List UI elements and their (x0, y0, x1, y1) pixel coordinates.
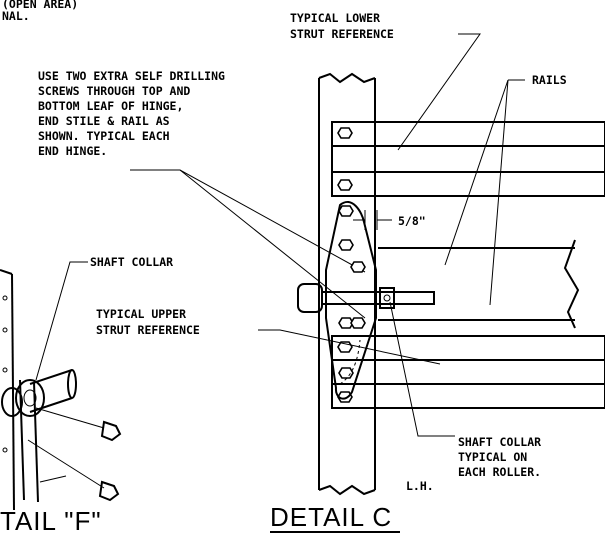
hinge-screw-3 (350, 261, 366, 273)
top-rail-outline (331, 121, 605, 197)
stile-top-break (318, 72, 376, 84)
shaft-body (321, 291, 435, 305)
hinge-hidden-line (339, 339, 361, 385)
upper-strut-leader (258, 329, 441, 365)
upper-strut-label-line-2: STRUT REFERENCE (96, 323, 200, 337)
hand-label: L.H. (406, 479, 434, 493)
shaft-collar-roller-leader (389, 301, 455, 437)
hinge-screw-5 (350, 317, 366, 329)
detail-f-dim-line (39, 475, 67, 483)
detail-f-shaft-top (29, 369, 73, 385)
detail-f-stile-1 (19, 379, 25, 501)
detail-f-plate-edge (11, 273, 15, 511)
screws-note-line-2: SCREWS THROUGH TOP AND (38, 84, 190, 98)
upper-strut-label-line-1: TYPICAL UPPER (96, 307, 186, 321)
bottom-rail-outline (331, 335, 605, 409)
screws-note-line-5: SHOWN. TYPICAL EACH (38, 129, 170, 143)
screws-note: USE TWO EXTRA SELF DRILLING SCREWS THROU… (38, 69, 225, 158)
note-top-left-line-2: NAL. (2, 9, 30, 23)
middle-rail-break (563, 239, 580, 329)
hinge-screw-1 (338, 205, 354, 217)
detail-f-shaft-end (67, 369, 77, 399)
detail-f-screw-line-2 (27, 439, 105, 489)
shaft-collar-leader (35, 261, 88, 381)
shaft-collar-screw (383, 294, 391, 302)
screws-leader-2 (179, 169, 366, 319)
shaft-collar (379, 287, 395, 309)
lower-strut-leader (397, 33, 481, 151)
screws-note-line-1: USE TWO EXTRA SELF DRILLING (38, 69, 225, 83)
upper-strut-label: TYPICAL UPPER STRUT REFERENCE (96, 307, 200, 337)
detail-f-roller (1, 387, 23, 417)
lower-strut-label-line-1: TYPICAL LOWER (290, 11, 380, 25)
shaft-collar-roller-line-1: SHAFT COLLAR (458, 435, 541, 449)
bottom-rail (331, 335, 605, 409)
shaft-collar-roller-label: SHAFT COLLAR TYPICAL ON EACH ROLLER. (458, 435, 541, 479)
roller-shaft (297, 283, 435, 313)
rails-label: RAILS (532, 73, 567, 87)
detail-f-screw-line-1 (35, 407, 105, 429)
top-rail (331, 121, 605, 197)
detail-c-title: DETAIL C (270, 502, 392, 532)
detail-f-collar (15, 379, 45, 417)
shaft-collar-roller-line-2: TYPICAL ON (458, 450, 527, 464)
hinge-plate (325, 201, 377, 400)
detail-f-collar-bore (23, 389, 37, 407)
hinge-screw-4 (338, 317, 354, 329)
screws-note-line-6: END HINGE. (38, 144, 107, 158)
stile-bottom-break (318, 484, 376, 496)
rails-leader-2 (489, 79, 509, 306)
hinge-screw-6 (338, 367, 354, 379)
lower-strut-label: TYPICAL LOWER STRUT REFERENCE (290, 11, 394, 41)
detail-f-shaft-bottom (29, 397, 73, 413)
screws-note-line-4: END STILE & RAIL AS (38, 114, 170, 128)
top-rail-bolt-1 (337, 127, 353, 139)
detail-f-screw-1 (100, 420, 122, 442)
shaft-collar-label: SHAFT COLLAR (90, 255, 173, 269)
dimension-label: 5/8" (398, 214, 426, 228)
top-rail-bolt-2 (337, 179, 353, 191)
detail-f-drawing (0, 269, 122, 511)
detail-f-hole-2 (2, 327, 8, 333)
detail-f-hole-1 (2, 295, 8, 301)
screws-note-line-3: BOTTOM LEAF OF HINGE, (38, 99, 183, 113)
hinge-screw-2 (338, 239, 354, 251)
middle-rails (378, 239, 580, 329)
hinge (325, 201, 377, 400)
detail-f-screw-2 (98, 480, 120, 502)
detail-f-hole-4 (2, 447, 8, 453)
note-top-left-line-1: (OPEN AREA) (2, 0, 78, 11)
shaft-collar-roller-line-3: EACH ROLLER. (458, 465, 541, 479)
lower-strut-label-line-2: STRUT REFERENCE (290, 27, 394, 41)
detail-f-title: TAIL "F" (0, 506, 102, 536)
detail-f-plate-top (0, 269, 13, 275)
detail-f-hole-3 (2, 367, 8, 373)
